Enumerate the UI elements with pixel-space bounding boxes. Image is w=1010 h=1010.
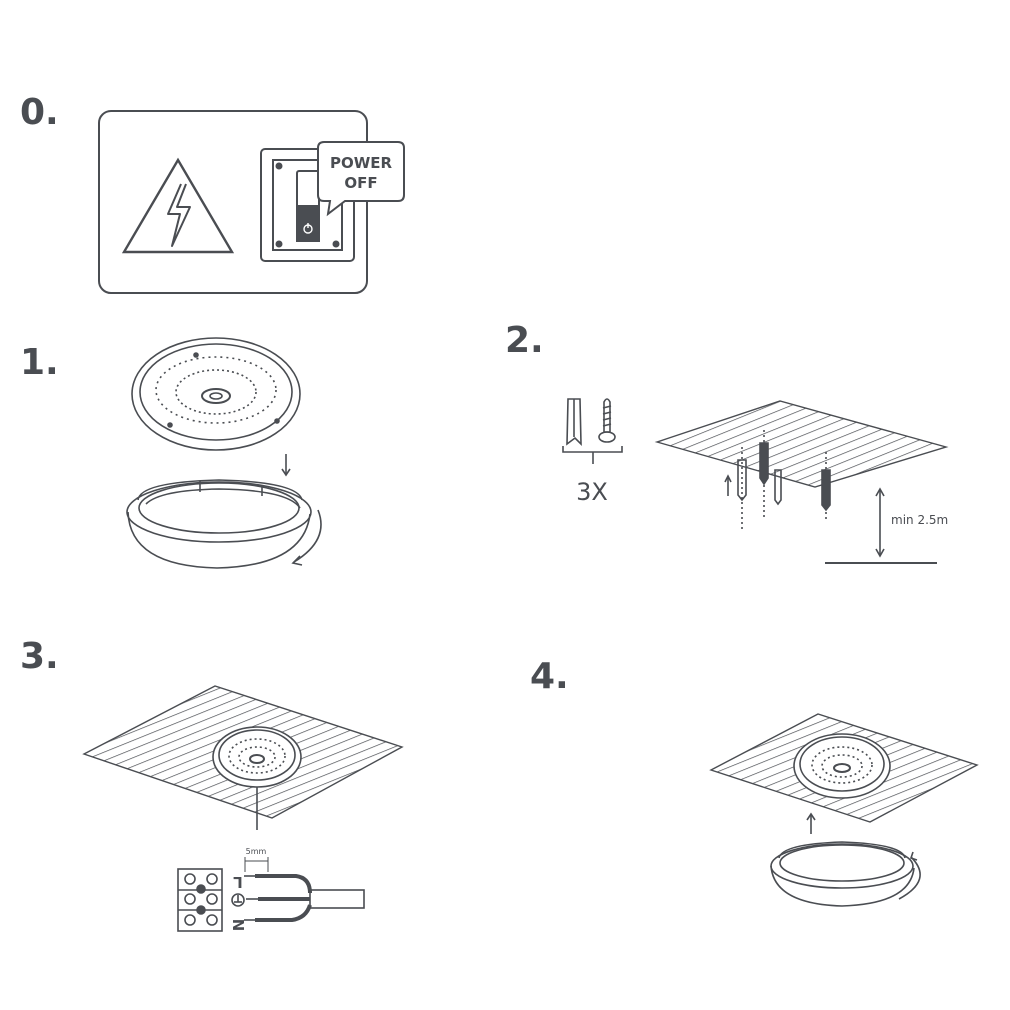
- step-4-number: 4.: [530, 656, 569, 697]
- strip-length-marker: [244, 857, 269, 872]
- mains-cable: [244, 874, 365, 922]
- step-3-number: 3.: [20, 636, 59, 677]
- base-plate-mounted: [212, 726, 302, 788]
- rotate-arrow-icon: [291, 509, 322, 566]
- arrow-up-icon: [806, 812, 816, 834]
- step-4-illustration: [709, 713, 979, 907]
- power-label-line2: OFF: [344, 174, 377, 192]
- wall-plug-icon: [566, 398, 582, 446]
- terminal-block: [177, 868, 223, 932]
- quantity-bracket: [562, 446, 623, 453]
- mounting-base-plate: [131, 337, 301, 451]
- step-2-number: 2.: [505, 320, 544, 361]
- power-off-callout: [317, 141, 405, 217]
- diffuser-bowl-step4: [770, 841, 915, 907]
- screw-icon: [598, 398, 616, 443]
- arrow-down-icon: [281, 454, 291, 477]
- diffuser-bowl: [126, 479, 312, 569]
- wall-switch-icon: [260, 148, 355, 262]
- quantity-label: 3X: [576, 478, 608, 506]
- rotate-arrow-icon-step4: [898, 851, 921, 900]
- step-0-number: 0.: [20, 92, 59, 133]
- base-plate-step4: [793, 733, 891, 799]
- step-1-number: 1.: [20, 342, 59, 383]
- terminal-live-label: L: [233, 873, 243, 891]
- electric-hazard-icon: [121, 157, 235, 254]
- min-height-label: min 2.5m: [891, 513, 948, 527]
- step-3-illustration: [82, 685, 404, 932]
- strip-length-label: 5mm: [246, 847, 267, 856]
- ceiling-fixings: [724, 430, 831, 530]
- earth-symbol-icon: [231, 893, 245, 907]
- ceiling-plane: [654, 400, 949, 488]
- step-0-panel: [98, 110, 405, 294]
- height-dimension: [825, 487, 937, 564]
- terminal-neutral-label: N: [229, 919, 247, 932]
- step-2-illustration: [562, 398, 949, 564]
- step-1-illustration: [126, 337, 322, 569]
- power-label-line1: POWER: [330, 154, 393, 172]
